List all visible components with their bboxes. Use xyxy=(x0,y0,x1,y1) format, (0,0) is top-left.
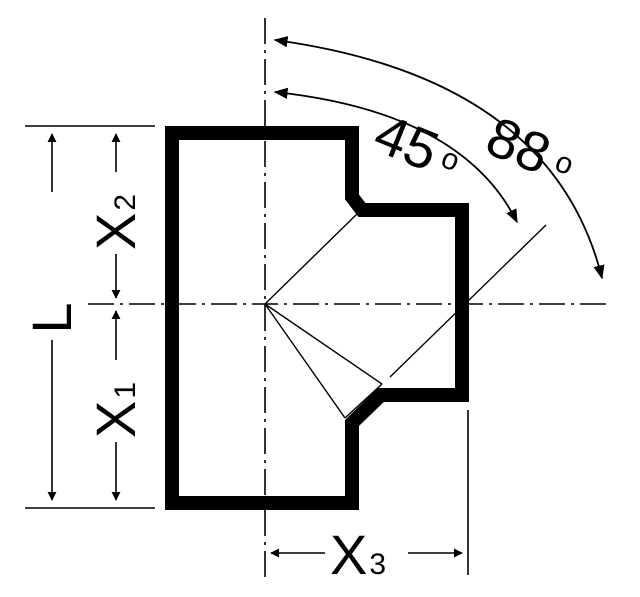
dimension-x2-label: X2 xyxy=(84,194,147,250)
degree-mark-88: o xyxy=(550,145,578,182)
extension-lines xyxy=(25,125,469,575)
tee-outline xyxy=(165,126,469,510)
dimension-x3-label: X3 xyxy=(330,523,386,586)
angle-88-arc xyxy=(273,36,605,280)
dimension-x1-label: X1 xyxy=(84,382,147,438)
degree-mark-45: o xyxy=(437,141,465,178)
angle-45-arc xyxy=(273,87,518,224)
construction-lines xyxy=(264,212,547,419)
dimension-l-label: L xyxy=(20,302,83,333)
svg-text:88: 88 xyxy=(478,104,559,186)
